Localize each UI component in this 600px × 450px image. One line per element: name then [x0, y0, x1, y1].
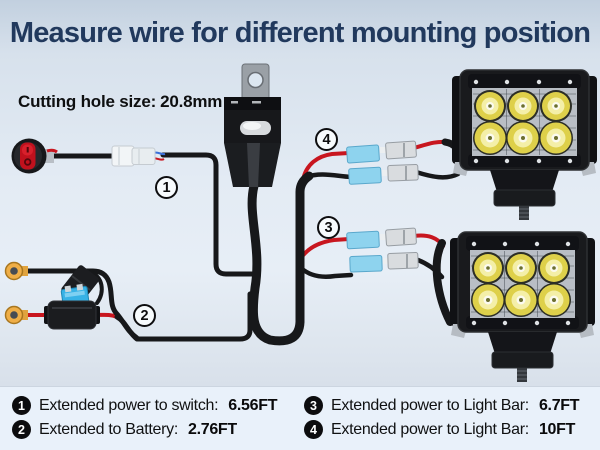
switch-off-mark	[24, 158, 32, 166]
battery-bundle-wire	[135, 291, 253, 342]
branch3-red-wire	[299, 237, 351, 260]
lightbar2-cable	[432, 239, 454, 326]
wire-marker-2: 2	[133, 304, 156, 327]
legend-value-1: 6.56FT	[228, 396, 278, 414]
wire-marker-1: 1	[155, 176, 178, 199]
ring-crimp	[19, 310, 28, 320]
legend-label-1: Extended power to switch:	[39, 396, 219, 414]
male-spade-silver	[385, 140, 417, 160]
switch-red-stub	[46, 148, 58, 154]
switch-connector	[111, 145, 166, 167]
fuse-loop-wire	[88, 270, 104, 305]
male-spade-tab	[380, 234, 389, 240]
ring-terminals	[4, 261, 28, 325]
relay-label-speck	[252, 101, 261, 104]
legend-badge-3: 3	[304, 396, 323, 415]
switch-to-relay-wire	[160, 152, 255, 277]
legend-right-column: 3 Extended power to Light Bar: 6.7FT 4 E…	[304, 396, 594, 450]
male-spade-silver	[385, 227, 417, 247]
wire-marker-3: 3	[317, 216, 340, 239]
legend-label-3: Extended power to Light Bar:	[331, 396, 529, 414]
legend-value-3: 6.7FT	[538, 396, 580, 414]
harness-wires	[20, 138, 465, 346]
ring-hole	[10, 311, 18, 319]
relay-mount-hole	[247, 71, 264, 89]
spade-connectors-set3	[346, 227, 419, 273]
connector-housing-b	[131, 147, 156, 165]
male-spade-silver	[387, 164, 419, 182]
cutting-hole-value: 20.8mm	[160, 92, 223, 111]
relay-lower-stripe	[247, 143, 260, 187]
legend-label-2: Extended to Battery:	[39, 420, 178, 438]
legend-item-2: 2 Extended to Battery: 2.76FT	[12, 420, 304, 439]
male-spade-tab	[380, 147, 389, 153]
legend-item-1: 1 Extended power to switch: 6.56FT	[12, 396, 304, 415]
cutting-hole-note: Cutting hole size:20.8mm	[18, 92, 222, 112]
branch3-black-wire	[298, 265, 354, 279]
female-spade-blue	[346, 144, 380, 164]
legend-badge-4: 4	[304, 420, 323, 439]
cutting-hole-label: Cutting hole size:	[18, 92, 157, 111]
male-spade-tab	[382, 170, 391, 176]
connector-housing-a	[111, 145, 135, 167]
legend-value-4: 10FT	[538, 420, 576, 438]
switch-terminal	[43, 149, 54, 163]
light-bar-upper	[451, 69, 598, 221]
ring-terminal-positive	[4, 305, 28, 325]
relay	[224, 63, 281, 187]
legend-item-4: 4 Extended power to Light Bar: 10FT	[304, 420, 594, 439]
male-spade-silver	[387, 252, 419, 270]
legend-value-2: 2.76FT	[187, 420, 237, 438]
fuse-holder-body	[47, 300, 97, 330]
light-bar-lower	[449, 231, 596, 383]
fuse-assembly	[44, 265, 100, 330]
branch4-black-wire	[304, 172, 353, 180]
spade-connectors-set4	[346, 140, 419, 185]
ring-terminal-negative	[4, 261, 28, 281]
legend-badge-2: 2	[12, 420, 31, 439]
legend-badge-1: 1	[12, 396, 31, 415]
relay-band-shine	[243, 122, 261, 130]
legend-label-4: Extended power to Light Bar:	[331, 420, 529, 438]
lightbar1-black-wire	[413, 169, 461, 180]
legend: 1 Extended power to switch: 6.56FT 2 Ext…	[0, 386, 600, 450]
legend-item-3: 3 Extended power to Light Bar: 6.7FT	[304, 396, 594, 415]
female-spade-blue	[348, 166, 382, 185]
wire-marker-4: 4	[315, 128, 338, 151]
ring-crimp	[19, 266, 28, 276]
ring-hole	[10, 267, 18, 275]
relay-main-cable	[247, 171, 314, 346]
female-spade-blue	[349, 255, 383, 273]
junction-wire	[114, 314, 140, 342]
legend-left-column: 1 Extended power to switch: 6.56FT 2 Ext…	[12, 396, 304, 450]
page-title: Measure wire for different mounting posi…	[9, 17, 591, 49]
female-spade-blue	[346, 230, 380, 250]
rocker-switch	[11, 138, 58, 174]
relay-label-speck	[231, 101, 238, 104]
